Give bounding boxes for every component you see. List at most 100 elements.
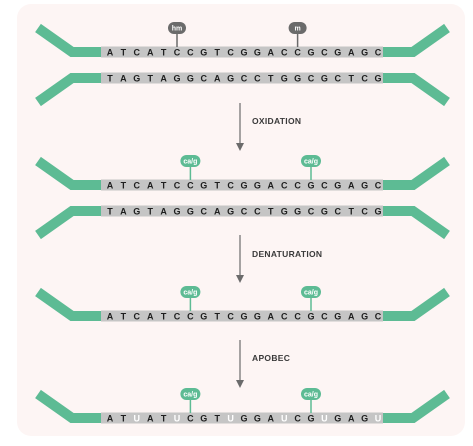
nucleotide: A xyxy=(107,47,114,57)
strand-flank-left xyxy=(35,389,103,423)
nucleotide: G xyxy=(361,180,368,190)
nucleotide: G xyxy=(254,180,261,190)
nucleotide: T xyxy=(214,413,220,423)
nucleotide: T xyxy=(268,206,274,216)
nucleotide: C xyxy=(134,180,141,190)
nucleotide: T xyxy=(214,180,220,190)
strand-flank-right xyxy=(381,389,450,423)
modification-badge xyxy=(301,286,321,298)
nucleotide: G xyxy=(187,73,194,83)
nucleotide: G xyxy=(240,311,247,321)
nucleotide: C xyxy=(361,206,368,216)
modification-label: ca/g xyxy=(183,392,197,399)
nucleotide: A xyxy=(107,413,114,423)
nucleotide: G xyxy=(254,47,261,57)
nucleotide: A xyxy=(160,206,167,216)
nucleotide: C xyxy=(174,47,181,57)
nucleotide: T xyxy=(107,206,113,216)
sequence-bar xyxy=(101,179,383,191)
nucleotide: C xyxy=(335,73,342,83)
sequence-bar xyxy=(101,310,383,322)
nucleotide: A xyxy=(107,311,114,321)
nucleotide: C xyxy=(281,180,288,190)
nucleotide: G xyxy=(281,206,288,216)
nucleotide: U xyxy=(321,413,328,423)
nucleotide: G xyxy=(200,47,207,57)
strand-flank-left xyxy=(35,287,103,321)
nucleotide: G xyxy=(321,73,328,83)
nucleotide: C xyxy=(187,47,194,57)
nucleotide: A xyxy=(348,47,355,57)
modification-label: ca/g xyxy=(183,290,197,297)
nucleotide: G xyxy=(240,413,247,423)
step-label-oxidation: OXIDATION xyxy=(252,116,301,126)
nucleotide: G xyxy=(227,73,234,83)
modification-tag: ca/g xyxy=(180,286,201,311)
nucleotide: A xyxy=(147,180,154,190)
nucleotide: G xyxy=(173,73,180,83)
nucleotide: G xyxy=(334,413,341,423)
strand-flank-left xyxy=(35,156,103,190)
modification-label: m xyxy=(294,26,300,33)
nucleotide: C xyxy=(375,47,382,57)
nucleotide: A xyxy=(268,413,275,423)
nucleotide: G xyxy=(361,413,368,423)
nucleotide: C xyxy=(335,206,342,216)
modification-tag: ca/g xyxy=(301,155,321,180)
modification-tag: ca/g xyxy=(180,388,201,413)
nucleotide: G xyxy=(227,206,234,216)
nucleotide: C xyxy=(375,180,382,190)
nucleotide: U xyxy=(375,413,382,423)
nucleotide: C xyxy=(227,311,234,321)
nucleotide: C xyxy=(281,311,288,321)
nucleotide: C xyxy=(174,311,181,321)
modification-label: ca/g xyxy=(304,159,318,166)
nucleotide: G xyxy=(254,311,261,321)
nucleotide: A xyxy=(268,47,275,57)
nucleotide: C xyxy=(321,180,328,190)
nucleotide: C xyxy=(201,73,208,83)
sequence-bar xyxy=(101,412,383,424)
nucleotide: T xyxy=(348,206,354,216)
nucleotide: G xyxy=(240,47,247,57)
nucleotide: A xyxy=(214,206,221,216)
nucleotide: T xyxy=(214,47,220,57)
step-denaturation: DENATURATION xyxy=(236,235,322,283)
nucleotide: G xyxy=(294,206,301,216)
step-apobec: APOBEC xyxy=(236,340,290,388)
nucleotide: U xyxy=(227,413,234,423)
nucleotide: G xyxy=(307,311,314,321)
strand-flank-right xyxy=(381,156,450,190)
nucleotide: C xyxy=(241,73,248,83)
nucleotide: G xyxy=(281,73,288,83)
modification-tag: ca/g xyxy=(301,286,321,311)
modification-badge xyxy=(301,388,321,400)
nucleotide: C xyxy=(254,206,261,216)
nucleotide: C xyxy=(227,47,234,57)
nucleotide: A xyxy=(107,180,114,190)
nucleotide: C xyxy=(241,206,248,216)
nucleotide: G xyxy=(173,206,180,216)
strand-flank-right xyxy=(381,23,450,57)
sequence-bar xyxy=(101,205,383,217)
nucleotide: G xyxy=(307,47,314,57)
nucleotide: A xyxy=(147,311,154,321)
nucleotide: G xyxy=(307,180,314,190)
modification-label: ca/g xyxy=(304,392,318,399)
nucleotide: G xyxy=(200,180,207,190)
nucleotide: T xyxy=(121,311,127,321)
nucleotide: A xyxy=(268,180,275,190)
nucleotide: C xyxy=(321,47,328,57)
nucleotide: C xyxy=(254,73,261,83)
nucleotide: G xyxy=(200,311,207,321)
nucleotide: C xyxy=(281,47,288,57)
nucleotide: A xyxy=(348,413,355,423)
modification-badge xyxy=(301,155,321,167)
nucleotide: T xyxy=(107,73,113,83)
strand-flank-right xyxy=(381,287,450,321)
nucleotide: G xyxy=(361,47,368,57)
